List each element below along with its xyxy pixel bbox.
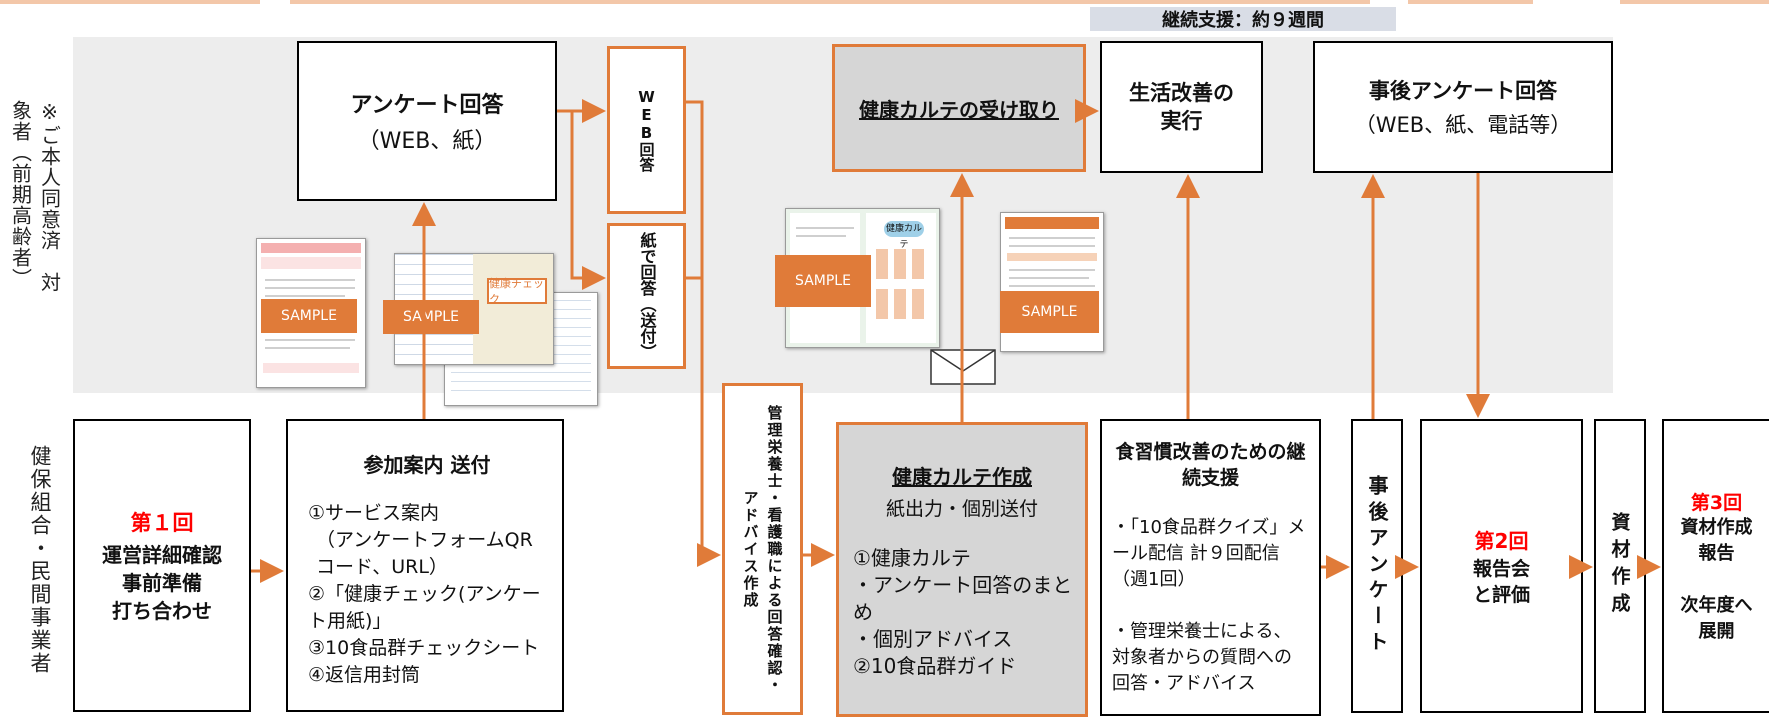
karte-doc-title: 健康カルテ [884, 221, 924, 250]
review-box: 管理栄養士・看護職による回答確認・アドバイス作成 [722, 383, 803, 715]
third-final-line: 資材作成 [1680, 516, 1753, 538]
top-band-segment [0, 0, 260, 4]
invitation-item: ③10食品群チェックシート [308, 637, 540, 659]
first-meeting-round: 第１回 [130, 510, 194, 535]
sample-tag: SAMPLE [775, 255, 871, 307]
top-band-segment [1620, 0, 1769, 4]
karte-create-item: ①健康カルテ [853, 546, 971, 570]
invitation-item: ②「健康チェック(アンケート用紙)」 [308, 583, 541, 632]
second-report-box: 第2回 報告会 と評価 [1420, 419, 1583, 713]
first-meeting-line: 運営詳細確認 [102, 542, 222, 567]
top-band-segment [290, 0, 1370, 4]
receive-karte-label: 健康カルテの受け取り [859, 97, 1059, 122]
continuous-support-box: 食習慣改善のための継続支援 ・「10食品群クイズ」メール配信 計９回配信（週1回… [1100, 419, 1321, 716]
post-survey-answer-box: 事後アンケート回答 （WEB、紙、電話等） [1313, 41, 1613, 173]
first-meeting-box: 第１回 運営詳細確認 事前準備 打ち合わせ [73, 419, 251, 712]
post-survey-label: 事後アンケート [1365, 475, 1389, 657]
post-survey-box: 事後アンケート [1351, 419, 1403, 713]
first-meeting-line: 打ち合わせ [112, 598, 212, 623]
invitation-title: 参加案内 送付 [363, 453, 491, 477]
invitation-item: ①サービス案内 [308, 502, 440, 524]
materials-label: 資材作成 [1608, 512, 1631, 620]
third-final-line: 次年度へ [1680, 594, 1753, 616]
web-answer-label: WEB回答 [637, 88, 656, 172]
third-final-line: 展開 [1698, 620, 1735, 642]
sample-tag: SAMPLE [261, 299, 357, 333]
first-meeting-line: 事前準備 [122, 570, 202, 595]
survey-answer-sub: （WEB、紙） [357, 129, 497, 154]
karte-create-item: ・個別アドバイス [853, 627, 1013, 651]
second-report-line: と評価 [1472, 583, 1530, 606]
web-answer-box: WEB回答 [607, 46, 686, 214]
sample-tag: SAMPLE [383, 300, 479, 334]
lifestyle-box: 生活改善の実行 [1100, 41, 1263, 173]
karte-create-item: ②10食品群ガイド [853, 654, 1017, 678]
second-report-line: 報告会 [1472, 557, 1530, 580]
health-check-doc-title: 健康チェック [487, 277, 547, 306]
continuous-support-item: ・「10食品群クイズ」メール配信 計９回配信（週1回） [1112, 517, 1306, 590]
post-survey-answer-sub: （WEB、紙、電話等） [1354, 113, 1572, 137]
third-final-line: 報告 [1698, 542, 1735, 564]
lifestyle-label: 生活改善の実行 [1129, 81, 1234, 133]
top-band-segment [1408, 0, 1533, 4]
paper-answer-box: 紙で回答（送付） [607, 223, 686, 369]
continuous-support-item: ・管理栄養士による、対象者からの質問への回答・アドバイス [1112, 621, 1292, 694]
survey-answer-box: アンケート回答 （WEB、紙） [297, 41, 557, 201]
second-report-round: 第2回 [1474, 528, 1529, 553]
review-label: 管理栄養士・看護職による回答確認・アドバイス作成 [741, 404, 784, 694]
receive-karte-box: 健康カルテの受け取り [832, 44, 1086, 172]
duration-banner: 継続支援：約９週間 [1090, 7, 1396, 31]
third-final-box: 第3回 資材作成 報告 次年度へ 展開 [1662, 419, 1769, 713]
invitation-item: （アンケートフォームQRコード、URL） [316, 529, 533, 578]
sample-tag: SAMPLE [1000, 291, 1099, 333]
karte-create-item: ・アンケート回答のまとめ [853, 573, 1073, 624]
lane-label-organizers: 健保組合・民間事業者 [28, 445, 52, 675]
karte-create-box: 健康カルテ作成 紙出力・個別送付 ①健康カルテ ・アンケート回答のまとめ ・個別… [836, 422, 1088, 717]
post-survey-answer-title: 事後アンケート回答 [1368, 79, 1558, 103]
third-final-round: 第3回 [1690, 491, 1743, 514]
survey-answer-title: アンケート回答 [350, 93, 504, 118]
karte-create-sub: 紙出力・個別送付 [885, 498, 1038, 520]
continuous-support-title: 食習慣改善のための継続支援 [1115, 441, 1306, 489]
invitation-box: 参加案内 送付 ①サービス案内 （アンケートフォームQRコード、URL） ②「健… [286, 419, 564, 712]
lane-label-participants: ※ご本人同意済 対象者（前期高齢者） [8, 100, 62, 293]
paper-answer-label: 紙で回答（送付） [637, 232, 657, 360]
invitation-item: ④返信用封筒 [308, 664, 421, 686]
karte-create-title: 健康カルテ作成 [892, 465, 1032, 489]
